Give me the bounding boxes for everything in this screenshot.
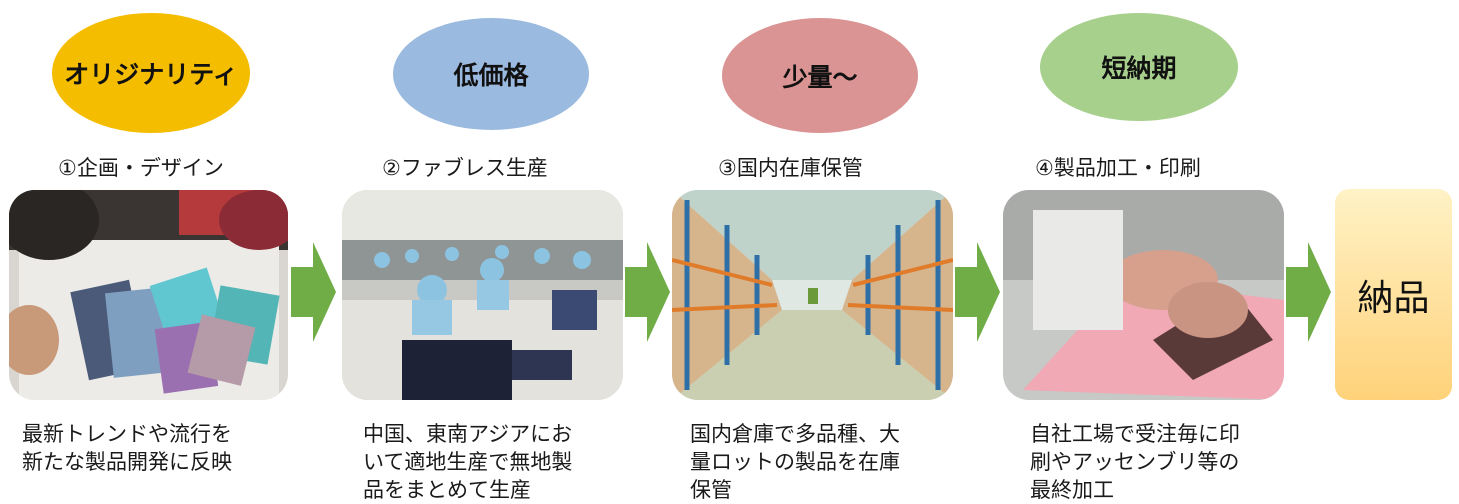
step-title-printing: ④製品加工・印刷 bbox=[1035, 156, 1201, 180]
feature-small-lot: 少量〜 bbox=[722, 18, 918, 133]
flow-arrow-1 bbox=[291, 242, 336, 342]
screen-printing-photo bbox=[1003, 190, 1284, 400]
step-title-fabless: ②ファブレス生産 bbox=[382, 156, 548, 180]
feature-label: 低価格 bbox=[453, 61, 529, 90]
flow-arrow-4 bbox=[1286, 242, 1331, 342]
step-description-storage: 国内倉庫で多品種、大 量ロットの製品を在庫 保管 bbox=[690, 420, 940, 504]
description-line: 中国、東南アジアにお bbox=[363, 422, 573, 446]
sewing-factory-photo bbox=[342, 190, 623, 400]
description-line: 保管 bbox=[690, 478, 732, 502]
design-swatches-photo bbox=[9, 190, 288, 400]
step-title-design: ①企画・デザイン bbox=[58, 156, 224, 180]
description-line: 品をまとめて生産 bbox=[363, 478, 531, 502]
step-description-printing: 自社工場で受注毎に印 刷やアッセンブリ等の 最終加工 bbox=[1030, 420, 1285, 504]
description-line: いて適地生産で無地製 bbox=[363, 450, 573, 474]
description-line: 刷やアッセンブリ等の bbox=[1030, 450, 1240, 474]
description-line: 自社工場で受注毎に印 bbox=[1030, 422, 1240, 446]
feature-label: オリジナリティ bbox=[64, 60, 238, 89]
description-line: 新たな製品開発に反映 bbox=[22, 450, 232, 474]
description-line: 国内倉庫で多品種、大 bbox=[690, 422, 900, 446]
warehouse-photo bbox=[672, 190, 953, 400]
step-description-design: 最新トレンドや流行を 新たな製品開発に反映 bbox=[22, 420, 292, 476]
description-line: 量ロットの製品を在庫 bbox=[690, 450, 900, 474]
feature-low-price: 低価格 bbox=[393, 18, 589, 130]
delivery-label: 納品 bbox=[1357, 277, 1430, 319]
step-title-storage: ③国内在庫保管 bbox=[718, 156, 863, 180]
description-line: 最終加工 bbox=[1030, 478, 1114, 502]
step-description-fabless: 中国、東南アジアにお いて適地生産で無地製 品をまとめて生産 bbox=[363, 420, 623, 504]
description-line: 最新トレンドや流行を bbox=[22, 422, 232, 446]
flow-arrow-3 bbox=[955, 242, 1000, 342]
flow-arrow-2 bbox=[625, 242, 670, 342]
feature-label: 短納期 bbox=[1101, 54, 1177, 83]
feature-label: 少量〜 bbox=[782, 62, 858, 92]
feature-originality: オリジナリティ bbox=[52, 13, 250, 133]
feature-short-lead-time: 短納期 bbox=[1040, 13, 1238, 121]
delivery-box: 納品 bbox=[1335, 189, 1452, 400]
